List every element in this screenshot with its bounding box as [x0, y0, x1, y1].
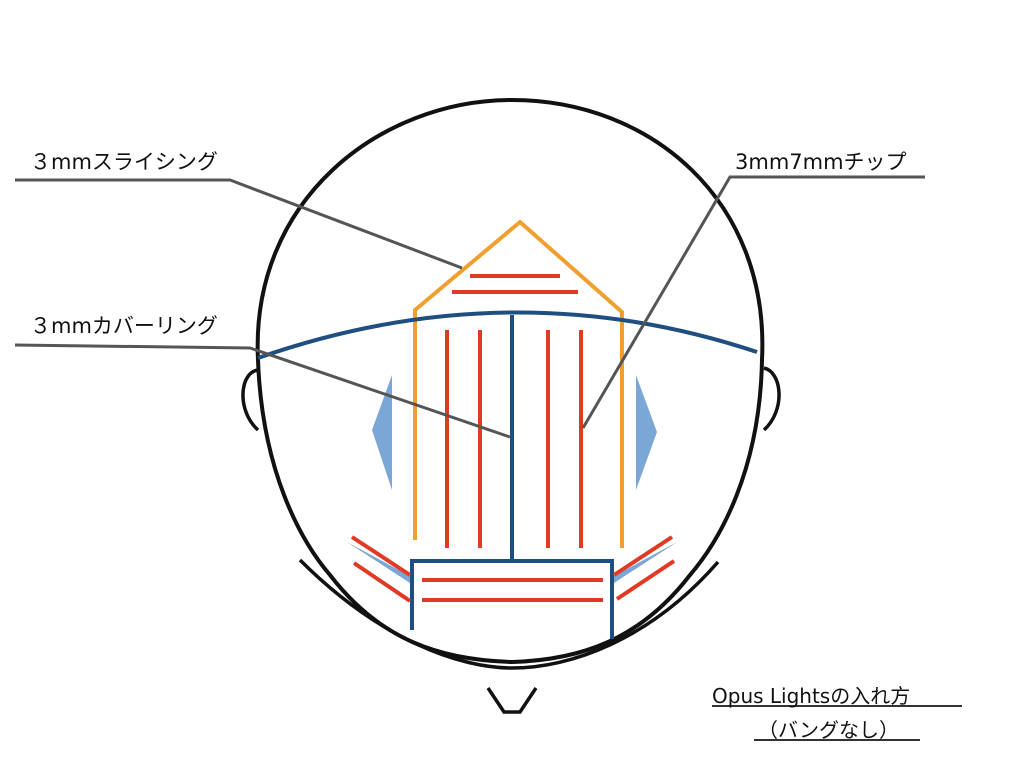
right-ear	[762, 366, 781, 432]
slicing-leader	[15, 178, 463, 270]
right-nape-marker	[614, 542, 677, 583]
right-side-marker	[636, 375, 657, 490]
left-ear	[241, 368, 260, 432]
section-arc	[257, 310, 758, 360]
left-nape-line	[352, 561, 412, 603]
nape-notch	[486, 687, 538, 714]
caption-subtitle: （バングなし）	[758, 718, 899, 742]
slicing-outline	[413, 219, 624, 548]
label-slicing: ３mmスライシング	[30, 150, 218, 174]
label-chip: 3mm7mmチップ	[735, 150, 907, 174]
caption-title: Opus Lightsの入れ方	[712, 684, 911, 708]
left-nape-marker	[347, 542, 410, 583]
left-nape-line	[350, 535, 412, 577]
right-nape-line	[612, 535, 674, 577]
label-covering: ３mmカバーリング	[30, 314, 218, 338]
neck-line	[298, 558, 720, 670]
right-nape-line	[615, 559, 676, 601]
nape-box	[410, 559, 614, 639]
head-outline	[255, 97, 765, 665]
left-side-marker	[372, 375, 392, 490]
chip-leader	[581, 175, 925, 429]
covering-leader	[14, 343, 511, 439]
